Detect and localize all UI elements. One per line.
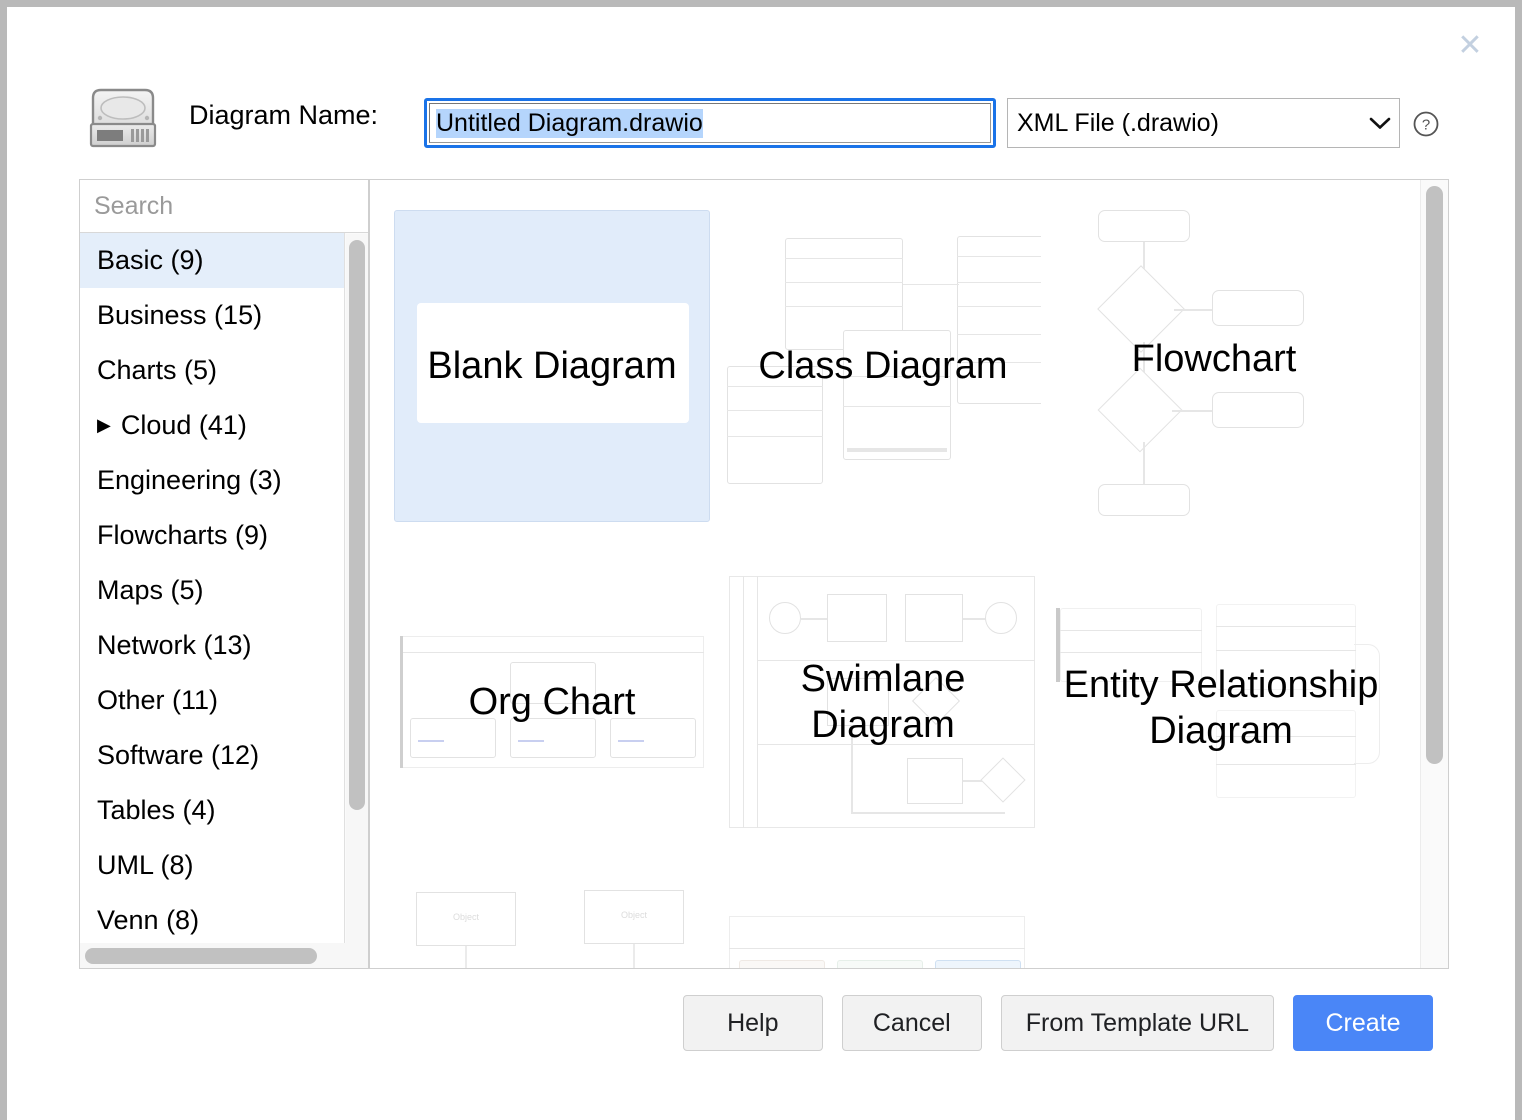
expand-arrow-icon[interactable]: ▶ <box>97 415 111 436</box>
sequence-object-1-label: Object <box>452 912 479 922</box>
category-horizontal-scrollbar-thumb[interactable] <box>85 948 317 964</box>
category-vertical-scrollbar-thumb[interactable] <box>349 240 365 810</box>
sidebar-item-label: Other (11) <box>97 685 219 715</box>
sidebar-item-label: Engineering (3) <box>97 465 282 495</box>
file-type-select-value: XML File (.drawio) <box>1017 108 1219 137</box>
hard-disk-icon <box>89 88 157 148</box>
question-mark-circle-icon[interactable]: ? <box>1413 111 1439 137</box>
search-input[interactable] <box>80 190 418 222</box>
flowchart-thumb <box>1056 196 1372 522</box>
sidebar-item-other[interactable]: Other (11) <box>80 673 344 728</box>
template-card-entity-relationship-diagram[interactable]: Entity Relationship Diagram <box>1056 598 1386 818</box>
chevron-down-icon <box>1361 115 1399 131</box>
category-panel: Basic (9) Business (15) Charts (5) ▶ Cloud (… <box>79 179 444 969</box>
sidebar-item-label: Maps (5) <box>97 575 204 605</box>
sidebar-item-label: Flowcharts (9) <box>97 520 269 550</box>
sidebar-item-label: Cloud (41) <box>120 410 247 440</box>
cancel-button[interactable]: Cancel <box>841 995 982 1051</box>
file-type-select[interactable]: XML File (.drawio) <box>1007 98 1400 148</box>
template-card-swimlane-diagram[interactable]: Swimlane Diagram <box>725 572 1041 832</box>
diagram-name-label: Diagram Name: <box>189 100 379 130</box>
search-row <box>80 180 444 233</box>
org-chart-thumb <box>394 632 710 772</box>
dialog-header: Diagram Name: XML File (.drawio) ? <box>7 69 1515 159</box>
create-button[interactable]: Create <box>1293 995 1433 1051</box>
sequence-object-2-label: Object <box>620 910 647 920</box>
sidebar-item-engineering[interactable]: Engineering (3) <box>80 453 344 508</box>
sidebar-item-cloud[interactable]: ▶ Cloud (41) <box>80 398 344 453</box>
help-button[interactable]: Help <box>682 995 823 1051</box>
template-panel: Blank Diagram <box>369 179 1449 969</box>
sidebar-item-label: Charts (5) <box>97 355 218 385</box>
erd-thumb <box>1056 598 1386 818</box>
sidebar-item-venn[interactable]: Venn (8) <box>80 893 344 943</box>
sidebar-item-uml[interactable]: UML (8) <box>80 838 344 893</box>
sidebar-item-tables[interactable]: Tables (4) <box>80 783 344 838</box>
diagram-name-field-wrapper <box>424 98 996 148</box>
sidebar-item-label: Venn (8) <box>97 905 200 935</box>
sidebar-item-label: Network (13) <box>97 630 252 660</box>
template-card-blank-diagram[interactable]: Blank Diagram <box>394 210 710 522</box>
category-horizontal-scrollbar[interactable] <box>80 943 368 968</box>
close-icon[interactable]: ✕ <box>1457 28 1483 63</box>
template-vertical-scrollbar-thumb[interactable] <box>1426 186 1443 764</box>
swimlane-thumb <box>725 572 1041 832</box>
sidebar-item-label: Business (15) <box>97 300 263 330</box>
from-template-url-button[interactable]: From Template URL <box>1000 995 1274 1051</box>
blank-diagram-thumb <box>417 303 689 423</box>
sidebar-item-label: Software (12) <box>97 740 260 770</box>
sidebar-item-maps[interactable]: Maps (5) <box>80 563 344 618</box>
sidebar-item-charts[interactable]: Charts (5) <box>80 343 344 398</box>
sidebar-item-business[interactable]: Business (15) <box>80 288 344 343</box>
template-card-kanban-board[interactable]: Kanban Board <box>725 910 1041 968</box>
category-vertical-scrollbar[interactable] <box>346 234 368 943</box>
template-card-flowchart[interactable]: Flowchart <box>1056 196 1372 522</box>
sidebar-item-flowcharts[interactable]: Flowcharts (9) <box>80 508 344 563</box>
kanban-thumb <box>725 910 1041 968</box>
sidebar-item-software[interactable]: Software (12) <box>80 728 344 783</box>
sidebar-item-label: Tables (4) <box>97 795 216 825</box>
category-list[interactable]: Basic (9) Business (15) Charts (5) ▶ Cloud (… <box>80 233 345 943</box>
diagram-name-input[interactable] <box>429 103 991 143</box>
sidebar-item-network[interactable]: Network (13) <box>80 618 344 673</box>
class-diagram-thumb <box>725 210 1041 522</box>
template-card-concept-map[interactable]: Concept Map <box>1056 910 1372 968</box>
sequence-diagram-thumb: Object Object dispatch dispatch <box>394 880 710 968</box>
svg-text:?: ? <box>1422 117 1430 134</box>
template-card-sequence-diagram[interactable]: Object Object dispatch dispatch Sequence… <box>394 880 710 968</box>
template-card-class-diagram[interactable]: Class Diagram <box>725 210 1041 522</box>
sidebar-item-label: Basic (9) <box>97 245 204 275</box>
template-card-org-chart[interactable]: Org Chart <box>394 632 710 772</box>
sidebar-item-basic[interactable]: Basic (9) <box>80 233 344 288</box>
dialog-footer: Help Cancel From Template URL Create <box>7 995 1515 1081</box>
concept-map-thumb <box>1056 910 1372 968</box>
template-grid: Blank Diagram <box>370 180 1420 968</box>
template-vertical-scrollbar[interactable] <box>1420 180 1448 968</box>
sidebar-item-label: UML (8) <box>97 850 194 880</box>
